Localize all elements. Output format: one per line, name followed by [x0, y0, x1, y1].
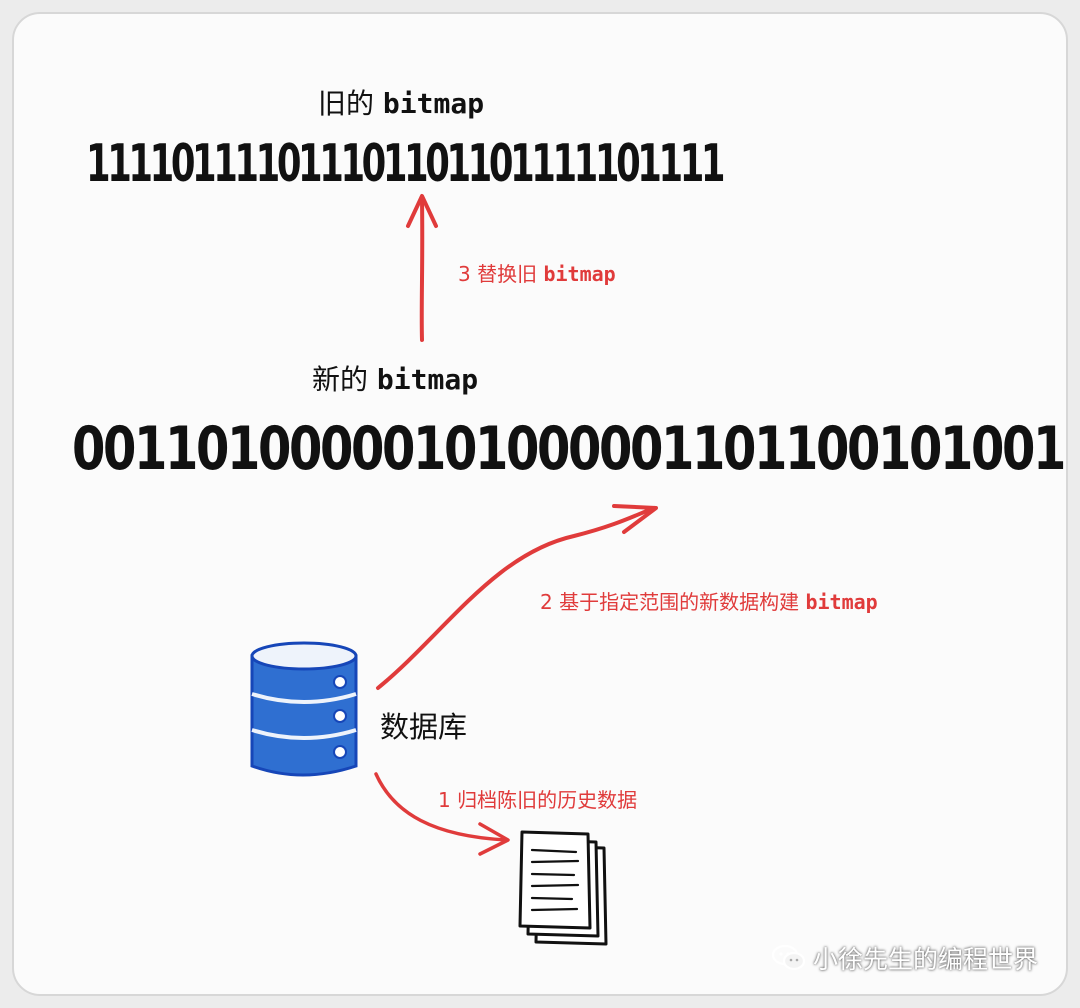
step2-label: 2 基于指定范围的新数据构建 bitmap [540, 586, 878, 615]
new-bitmap-bits: 00110100000101000001101100101001 [72, 414, 1066, 484]
step1-label: 1 归档陈旧的历史数据 [438, 788, 638, 812]
step3-arrow [406, 194, 438, 342]
new-bitmap-label: 新的 bitmap [312, 358, 478, 398]
new-bitmap-label-prefix: 新的 [312, 363, 369, 396]
new-bitmap-label-term: bitmap [376, 363, 479, 396]
old-bitmap-label: 旧的 bitmap [318, 82, 484, 122]
old-bitmap-bits: 111101111011101101101111101111 [86, 134, 726, 194]
step2-label-term: bitmap [805, 590, 878, 614]
diagram-canvas: 旧的 bitmap 111101111011101101101111101111… [12, 12, 1068, 996]
step1-arrow [374, 772, 510, 856]
step3-label-prefix: 3 替换旧 [458, 262, 538, 286]
step3-label: 3 替换旧 bitmap [458, 258, 616, 287]
watermark-text: 小徐先生的编程世界 [812, 945, 1038, 974]
wechat-icon [771, 944, 806, 971]
watermark: 小徐先生的编程世界 [771, 940, 1038, 976]
database-label: 数据库 [380, 710, 468, 744]
document-stack-icon [518, 830, 608, 946]
step3-label-term: bitmap [543, 262, 616, 286]
step2-arrow [376, 504, 658, 690]
database-icon [250, 641, 358, 777]
diagram-drawings [250, 194, 658, 946]
old-bitmap-label-term: bitmap [382, 87, 485, 120]
step2-label-prefix: 2 基于指定范围的新数据构建 [540, 590, 800, 614]
old-bitmap-label-prefix: 旧的 [318, 87, 375, 120]
